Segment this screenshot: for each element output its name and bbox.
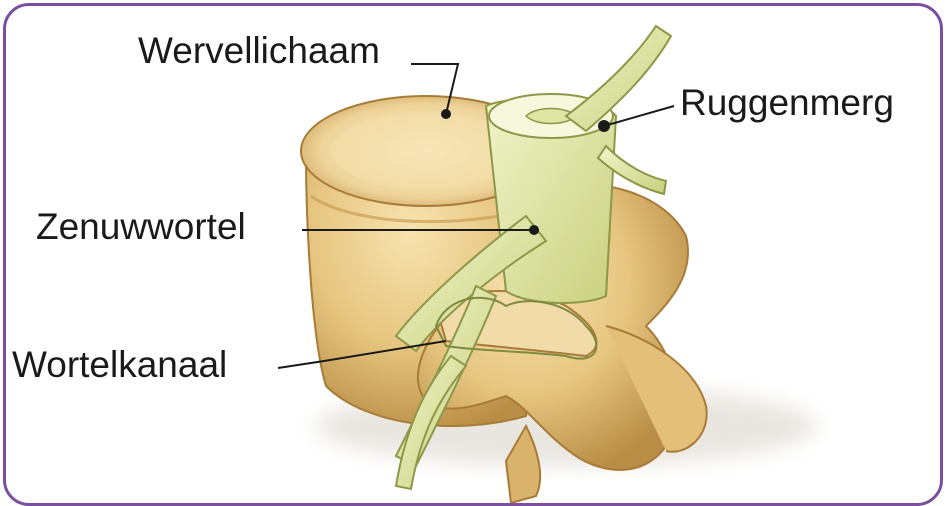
diagram-frame: Wervellichaam Ruggenmerg Zenuwwortel Wor… xyxy=(3,3,943,506)
label-vertebral-body: Wervellichaam xyxy=(138,32,380,69)
label-spinal-cord: Ruggenmerg xyxy=(680,84,894,121)
spinal-cord xyxy=(486,94,616,303)
label-root-canal: Wortelkanaal xyxy=(12,346,227,383)
marker-vertebral-body xyxy=(441,109,451,119)
label-nerve-root: Zenuwwortel xyxy=(36,208,246,245)
marker-nerve-root xyxy=(529,225,539,235)
spine-illustration xyxy=(6,6,940,503)
marker-spinal-cord xyxy=(598,120,610,132)
